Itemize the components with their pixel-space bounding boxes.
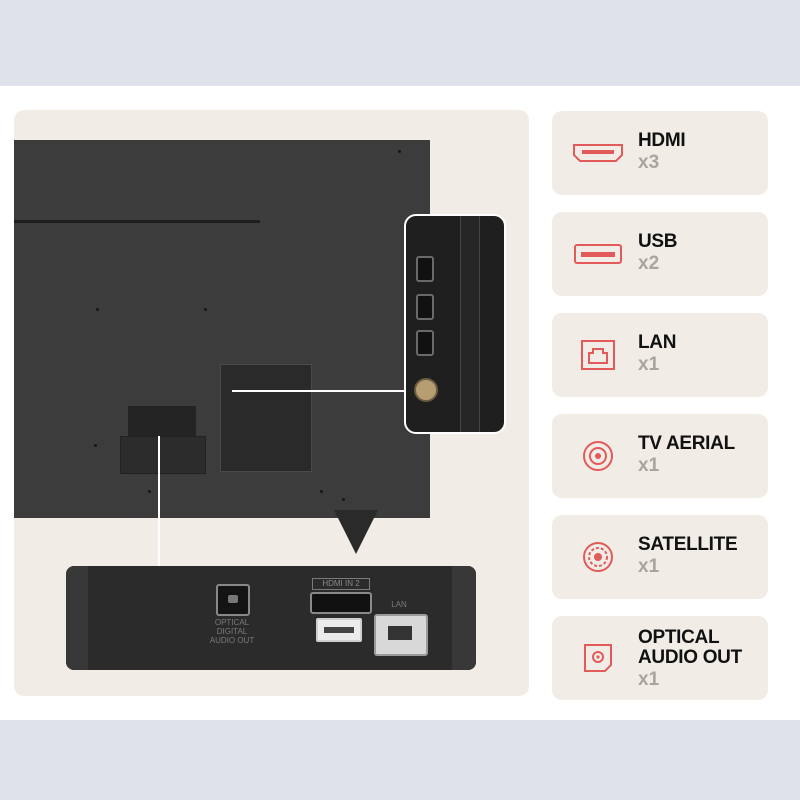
- lan-port-label: LAN: [391, 600, 407, 609]
- optical-audio-icon: [572, 640, 624, 676]
- usb-icon: [572, 236, 624, 272]
- screw: [398, 150, 401, 153]
- callout-line: [158, 436, 160, 568]
- feature-card-usb: USB x2: [552, 212, 768, 296]
- feature-name: SATELLITE: [638, 534, 738, 555]
- feature-count: x1: [638, 455, 660, 476]
- tv-stand: [334, 510, 378, 554]
- hdmi-port-icon: [310, 592, 372, 614]
- side-port-block: [220, 364, 312, 472]
- port-block: [120, 436, 206, 474]
- label-strip: [460, 216, 480, 432]
- screw: [94, 444, 97, 447]
- feature-name: TV AERIAL: [638, 433, 735, 454]
- feature-name: LAN: [638, 332, 677, 353]
- port-block: [128, 406, 196, 436]
- screw: [320, 490, 323, 493]
- feature-card-lan: LAN x1: [552, 313, 768, 397]
- tv-back-image: [14, 140, 430, 518]
- bottom-ports-zoom: OPTICAL DIGITAL AUDIO OUT HDMI IN 2 LAN: [66, 566, 476, 670]
- feature-card-satellite: SATELLITE x1: [552, 515, 768, 599]
- feature-name: HDMI: [638, 130, 686, 151]
- screw: [342, 498, 345, 501]
- feature-card-tv-aerial: TV AERIAL x1: [552, 414, 768, 498]
- coax-port-icon: [414, 378, 438, 402]
- feature-count: x1: [638, 556, 660, 577]
- hdmi-icon: [572, 135, 624, 171]
- screw: [204, 308, 207, 311]
- satellite-icon: [572, 539, 624, 575]
- usb-port-icon: [316, 618, 362, 642]
- feature-count: x2: [638, 253, 660, 274]
- optical-port-label: OPTICAL DIGITAL AUDIO OUT: [209, 618, 255, 645]
- optical-port-icon: [216, 584, 250, 616]
- hdmi-port-icon: [416, 294, 434, 320]
- usb-port-icon: [416, 256, 434, 282]
- screw: [96, 308, 99, 311]
- side-ports-zoom: [404, 214, 506, 434]
- feature-count: x3: [638, 152, 660, 173]
- feature-name: OPTICAL AUDIO OUT: [638, 627, 742, 668]
- screw: [148, 490, 151, 493]
- feature-card-hdmi: HDMI x3: [552, 111, 768, 195]
- feature-card-optical-audio-out: OPTICAL AUDIO OUT x1: [552, 616, 768, 700]
- callout-line: [232, 390, 406, 392]
- feature-count: x1: [638, 669, 660, 690]
- lan-port-icon: [374, 614, 428, 656]
- feature-count: x1: [638, 354, 660, 375]
- hdmi-port-icon: [416, 330, 434, 356]
- lan-icon: [572, 337, 624, 373]
- feature-name: USB: [638, 231, 678, 252]
- tv-back-panel: OPTICAL DIGITAL AUDIO OUT HDMI IN 2 LAN: [14, 110, 529, 696]
- hdmi-port-label: HDMI IN 2: [312, 578, 370, 590]
- vent-slot: [14, 220, 260, 223]
- port-feature-list: HDMI x3 USB x2 LAN x1: [552, 111, 768, 717]
- tv-aerial-icon: [572, 438, 624, 474]
